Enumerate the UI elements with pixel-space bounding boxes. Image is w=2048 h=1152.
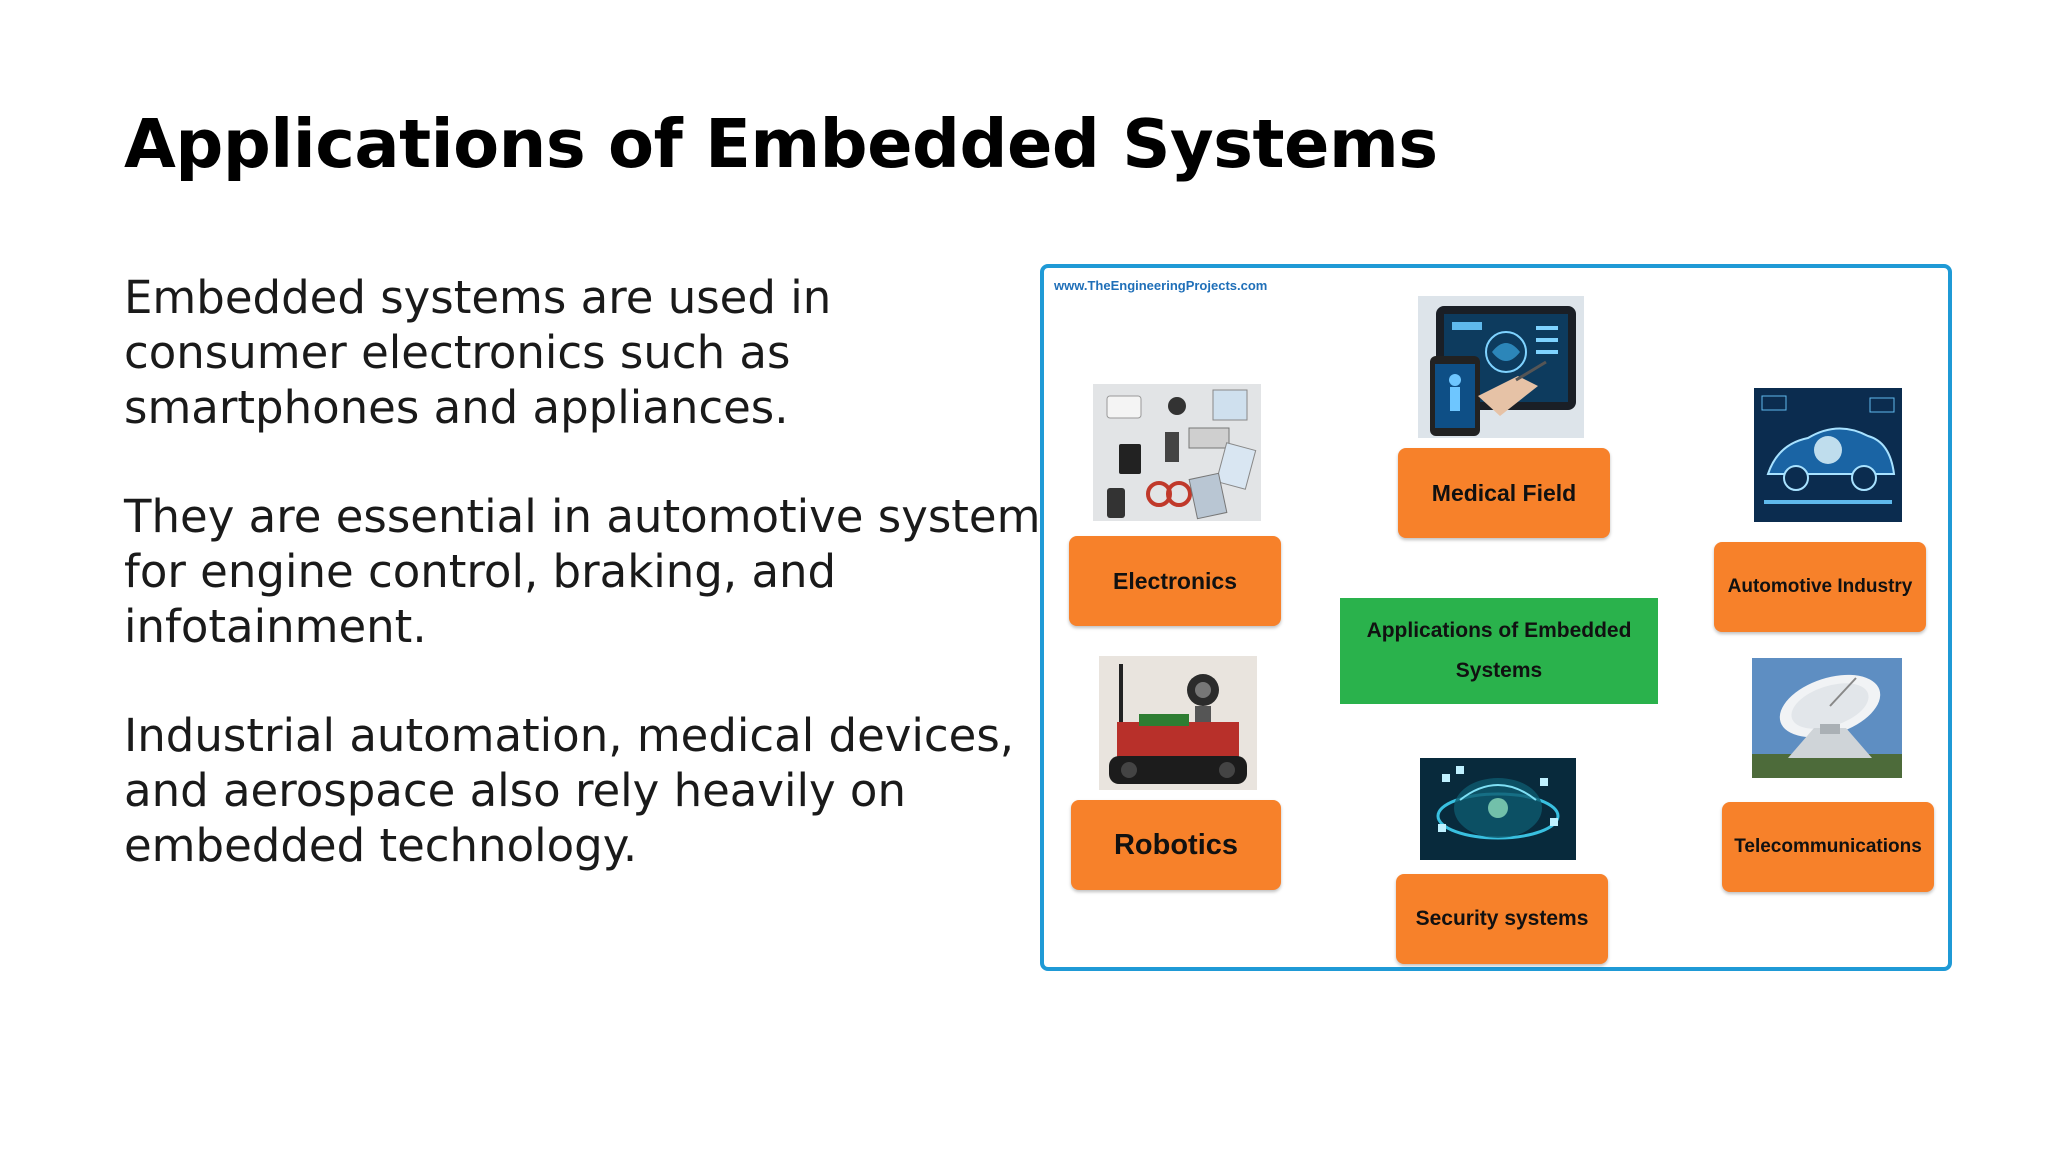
security-systems-box: Security systems xyxy=(1396,874,1608,964)
text-line: They are essential in automotive systems xyxy=(124,490,1064,543)
paragraph-automotive: They are essential in automotive systems… xyxy=(124,489,1064,654)
paragraph-industrial: Industrial automation, medical devices, … xyxy=(124,708,1024,873)
automotive-image xyxy=(1754,388,1902,522)
text-line: embedded technology. xyxy=(124,819,638,872)
medical-tablet-image xyxy=(1418,296,1584,438)
robotics-image xyxy=(1099,656,1257,790)
telecom-image xyxy=(1752,658,1902,778)
telecommunications-box: Telecommunications xyxy=(1722,802,1934,892)
center-label-line: Systems xyxy=(1455,659,1543,682)
applications-diagram: www.TheEngineeringProjects.com xyxy=(1040,264,1952,971)
electronics-image xyxy=(1093,384,1261,521)
medical-field-box: Medical Field xyxy=(1398,448,1610,538)
robotics-box: Robotics xyxy=(1071,800,1281,890)
text-line: for engine control, braking, and xyxy=(124,545,837,598)
automotive-industry-box: Automotive Industry xyxy=(1714,542,1926,632)
text-line: Industrial automation, medical devices, xyxy=(124,709,1015,762)
slide-body: Embedded systems are used in consumer el… xyxy=(124,270,1064,927)
text-line: infotainment. xyxy=(124,600,427,653)
text-line: Embedded systems are used in xyxy=(124,271,832,324)
center-label-box: Applications of Embedded Systems xyxy=(1340,598,1658,704)
watermark: www.TheEngineeringProjects.com xyxy=(1054,278,1268,293)
text-line: and aerospace also rely heavily on xyxy=(124,764,906,817)
security-image xyxy=(1420,758,1576,860)
electronics-box: Electronics xyxy=(1069,536,1281,626)
slide-title: Applications of Embedded Systems xyxy=(124,105,1438,183)
text-line: consumer electronics such as xyxy=(124,326,791,379)
paragraph-consumer-electronics: Embedded systems are used in consumer el… xyxy=(124,270,1024,435)
center-label-line: Applications of Embedded xyxy=(1366,619,1632,642)
text-line: smartphones and appliances. xyxy=(124,381,789,434)
